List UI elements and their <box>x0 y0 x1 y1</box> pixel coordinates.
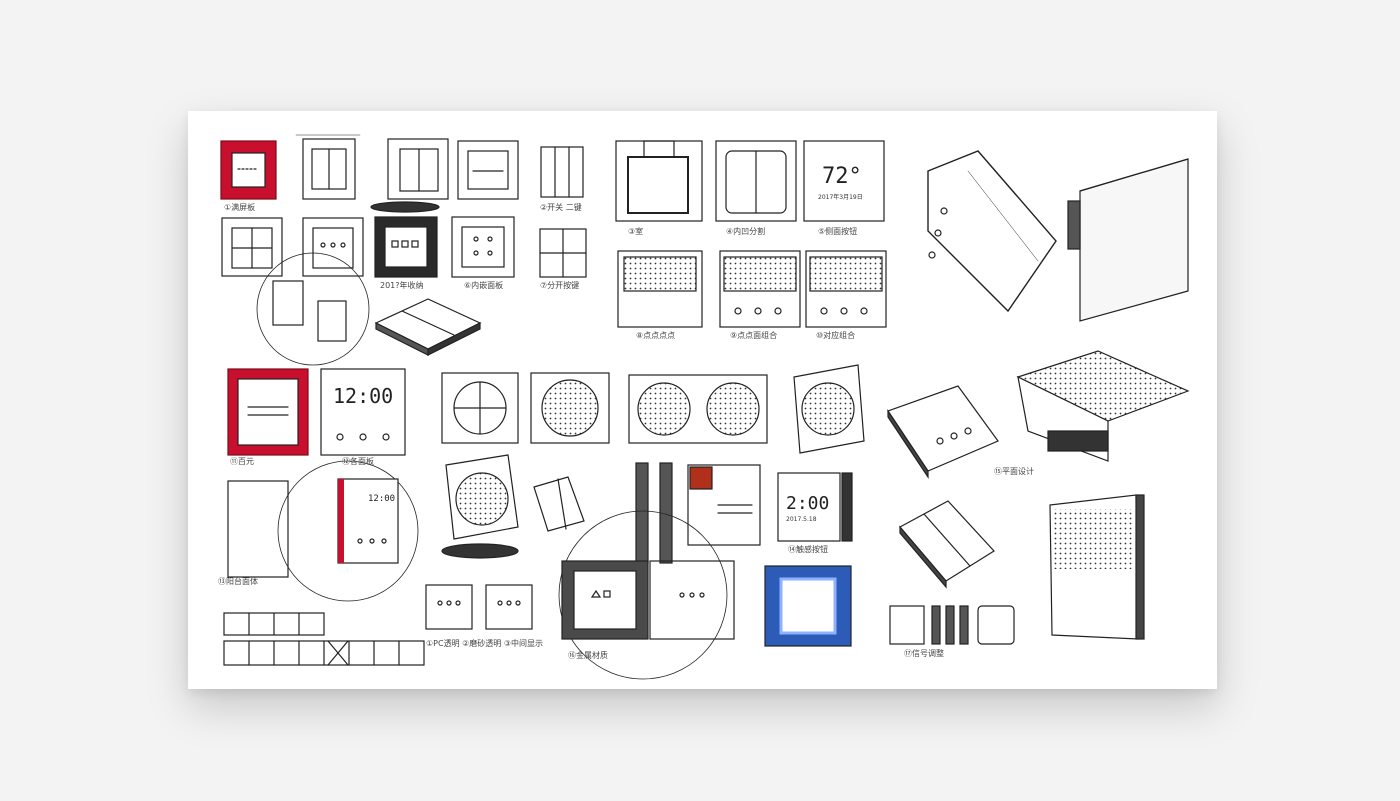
small-switches-row <box>425 584 533 630</box>
circle-side-view-sketch: 12:00 <box>227 460 419 602</box>
speaker-grille-3d <box>793 364 865 454</box>
dotted-panel-3 <box>805 250 887 328</box>
mixed-panel-sketch <box>687 464 761 546</box>
sketch-drawing: 72° 2017年3月19日 <box>220 134 1190 680</box>
angled-panel-sketch <box>927 150 1057 313</box>
open-book-panel <box>899 500 995 589</box>
angled-panel-sketch-2 <box>1067 158 1189 322</box>
pattern-grid-sketch <box>223 612 425 666</box>
clock-date-3: 2017.5.18 <box>786 516 817 523</box>
annotation-15: ⑭触感按钮 <box>788 545 828 554</box>
annotation-13: ⑫各面板 <box>342 457 374 466</box>
annotation-8: ⑦分开按键 <box>540 281 580 290</box>
annotation-1: ①满屏板 <box>224 203 256 212</box>
annotation-4: ④内凹分割 <box>726 227 766 236</box>
thermostat-date: 2017年3月19日 <box>818 193 863 201</box>
small-cube-sketch <box>533 476 585 532</box>
clock-reading-2: 12:00 <box>368 494 395 504</box>
thermostat-reading: 72° <box>822 164 862 189</box>
clock-panel-sketch-2: 2:00 2017.5.18 <box>777 472 853 542</box>
red-switch-sketch <box>220 140 277 200</box>
double-grille-sketch <box>628 374 768 444</box>
clock-panel-sketch: 12:00 <box>320 368 406 456</box>
annotation-2: ②开关 二键 <box>540 203 582 212</box>
annotation-16: ⑮平面设计 <box>994 467 1034 476</box>
perspective-panel-dots <box>887 385 999 479</box>
tall-bars-sketch <box>635 462 673 564</box>
annotation-3: ③室 <box>628 227 644 236</box>
tall-switch-sketch <box>540 146 584 198</box>
annotation-19: ①PC透明 ②磨砂透明 ③中间显示 <box>426 639 544 648</box>
dotted-slab-3d <box>1016 350 1190 462</box>
annotation-10: ⑨点点面组合 <box>730 331 778 340</box>
annotation-6: 201?年收纳 <box>380 281 424 290</box>
split-switch-sketch <box>539 228 587 278</box>
blue-panel-sketch <box>764 565 852 647</box>
switch-sketch-5 <box>221 217 283 277</box>
annotation-7: ⑥内嵌面板 <box>464 281 504 290</box>
annotation-18: ⑰信号调整 <box>904 649 944 658</box>
clock-reading-3: 2:00 <box>786 493 829 514</box>
big-circle-composition <box>558 510 735 680</box>
annotation-17: ⑯金属材质 <box>568 651 608 660</box>
dotted-panel-1 <box>617 250 703 328</box>
dot-grille-sketch <box>530 372 610 444</box>
annotation-5: ⑤侧面按钮 <box>818 227 858 236</box>
recessed-panel-sketch <box>615 140 703 222</box>
switch-sketch-8 <box>451 216 515 278</box>
annotation-14: ⑬阳台面体 <box>218 577 258 586</box>
switch-sketch-2 <box>295 134 361 200</box>
red-panel-sketch <box>227 368 309 456</box>
cross-grille-sketch <box>441 372 519 444</box>
annotation-9: ⑧点点点点 <box>636 331 676 340</box>
switch-sketch-4 <box>457 140 519 200</box>
cube-grille-sketch <box>441 454 519 559</box>
black-frame-switch <box>374 216 438 278</box>
tall-dotted-panel <box>1049 494 1145 640</box>
switch-sketch-6 <box>302 217 364 277</box>
circle-detail-sketch <box>256 252 370 366</box>
perspective-switch-sketch <box>374 298 482 356</box>
sketch-sheet: 72° 2017年3月19日 <box>188 111 1217 689</box>
clock-reading-1: 12:00 <box>333 384 393 408</box>
switch-sketch-3 <box>370 138 449 213</box>
small-devices-row <box>889 605 1015 645</box>
rounded-panel-sketch <box>715 140 797 222</box>
annotation-12: ⑪百元 <box>230 457 254 466</box>
dotted-panel-2 <box>719 250 801 328</box>
thermostat-sketch: 72° 2017年3月19日 <box>803 140 885 222</box>
annotation-11: ⑩对应组合 <box>816 331 856 340</box>
